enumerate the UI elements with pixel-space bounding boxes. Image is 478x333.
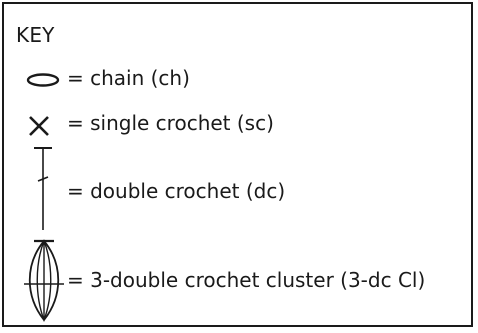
key-row-cluster: = 3-double crochet cluster (3-dc Cl) xyxy=(4,238,471,322)
single-crochet-label: = single crochet (sc) xyxy=(67,111,274,135)
single-crochet-x-icon xyxy=(29,116,49,136)
cluster-label: = 3-double crochet cluster (3-dc Cl) xyxy=(67,268,426,292)
three-dc-cluster-icon xyxy=(24,239,64,322)
chain-oval-icon xyxy=(26,73,60,87)
crochet-key-box: KEY = chain (ch) = single crochet (sc) =… xyxy=(2,2,473,327)
chain-label: = chain (ch) xyxy=(67,66,190,90)
key-title: KEY xyxy=(16,23,55,47)
key-row-single-crochet: = single crochet (sc) xyxy=(4,108,471,138)
double-crochet-t-icon xyxy=(34,147,52,230)
double-crochet-label: = double crochet (dc) xyxy=(67,179,286,203)
key-row-chain: = chain (ch) xyxy=(4,64,471,94)
key-row-double-crochet: = double crochet (dc) xyxy=(4,146,471,236)
